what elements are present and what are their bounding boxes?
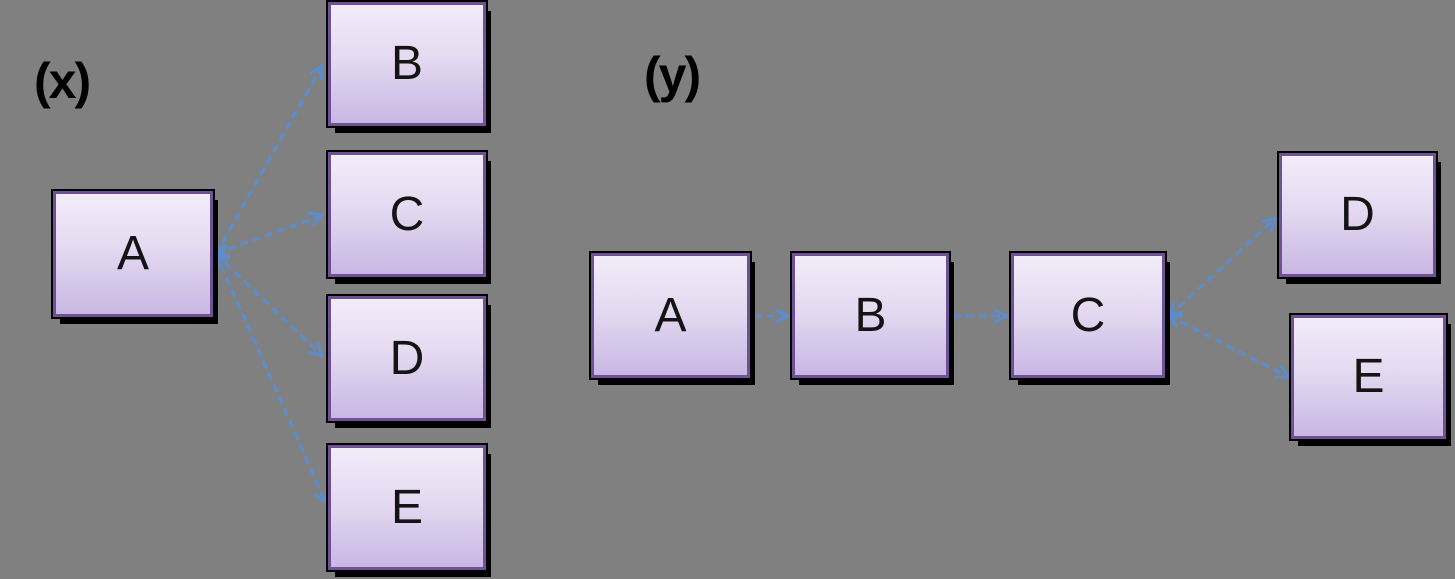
diagram-y-label: (y) (644, 47, 701, 103)
diagram-x-node-C: C (328, 152, 486, 277)
edge-x-A-D (214, 252, 324, 358)
node-label: C (389, 187, 425, 241)
node-label: E (1352, 350, 1385, 403)
diagram-x-label: (x) (34, 53, 91, 109)
diagram-x-node-B: B (328, 2, 486, 126)
edge-x-A-C (214, 211, 324, 258)
diagram-x-node-D: D (328, 296, 486, 421)
node-label: C (1070, 288, 1106, 342)
node-label: A (654, 288, 687, 342)
diagram-y-node-B: B (792, 253, 949, 378)
node-label: D (389, 331, 425, 385)
edge-x-A-B (214, 64, 324, 256)
diagram-x-node-E: E (328, 445, 486, 570)
edge-y-C-E (1167, 314, 1291, 379)
node-label: D (1340, 188, 1375, 241)
edge-y-C-D (1167, 216, 1278, 318)
diagram-y-node-E: E (1291, 315, 1446, 439)
diagram-y-node-D: D (1279, 153, 1436, 277)
diagram-y-node-A: A (591, 253, 750, 378)
diagram-x-node-A: A (53, 191, 213, 317)
node-label: E (390, 480, 423, 534)
node-label: B (854, 288, 887, 342)
node-label: A (116, 227, 149, 280)
node-label: B (390, 37, 423, 90)
diagram-y-node-C: C (1011, 253, 1165, 378)
edge-x-A-E (213, 252, 329, 505)
